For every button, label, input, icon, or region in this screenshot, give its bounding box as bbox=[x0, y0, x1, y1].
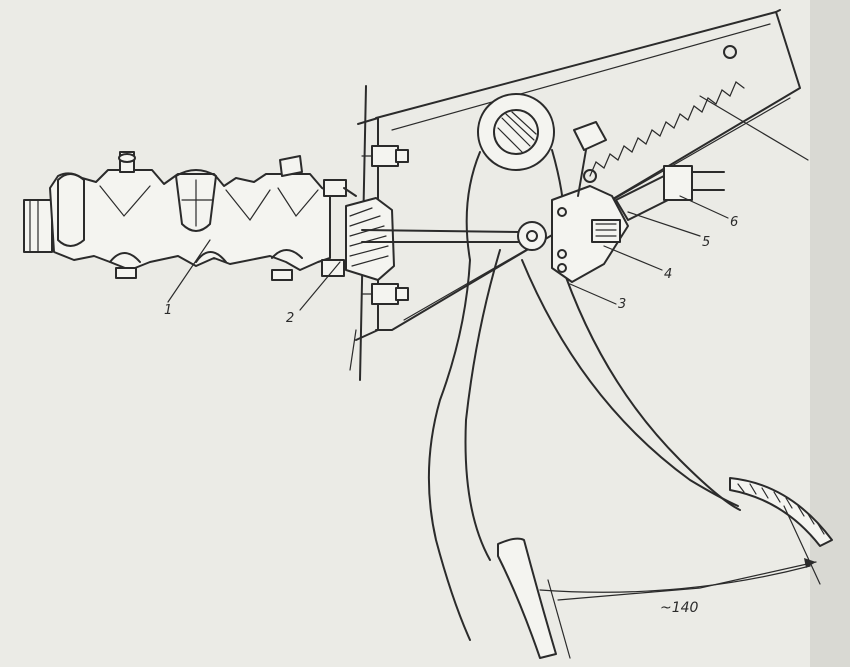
fitting-top-2 bbox=[279, 155, 303, 177]
callout-6: 6 bbox=[730, 215, 738, 230]
flange-bolt-bottom bbox=[321, 259, 345, 277]
callout-4: 4 bbox=[664, 267, 672, 282]
switch-terminal bbox=[663, 165, 693, 201]
callout-2: 2 bbox=[286, 311, 294, 326]
callout-3: 3 bbox=[618, 297, 626, 312]
pedal-pad bbox=[729, 477, 833, 547]
dimension-line bbox=[557, 561, 817, 601]
pedal-lever bbox=[427, 93, 833, 659]
pushrod bbox=[361, 221, 547, 251]
master-cylinder bbox=[23, 151, 357, 281]
leader-lines bbox=[167, 95, 809, 311]
switch-bracket bbox=[551, 121, 725, 283]
flange-bolt-top bbox=[323, 179, 347, 197]
pedal-released-position bbox=[497, 537, 557, 659]
cylinder-body bbox=[49, 169, 331, 271]
bracket-plate bbox=[551, 185, 629, 283]
travel-dimension: ~140 bbox=[539, 505, 821, 659]
plate-bolt-upper bbox=[371, 145, 399, 167]
page-edge-shading bbox=[810, 0, 850, 667]
switch-body bbox=[591, 219, 621, 243]
firewall-plate bbox=[345, 85, 409, 381]
callout-1: 1 bbox=[164, 303, 172, 318]
return-spring bbox=[583, 45, 745, 183]
dimension-label: ~140 bbox=[660, 600, 699, 616]
pushrod-boot bbox=[345, 197, 395, 281]
callout-5: 5 bbox=[702, 235, 710, 250]
stud-2 bbox=[271, 269, 293, 281]
plate-bolt-lower bbox=[371, 283, 399, 305]
pushrod-clevis bbox=[517, 221, 547, 251]
stud-1 bbox=[115, 267, 137, 279]
spring-coils bbox=[589, 81, 745, 177]
dimension-arc bbox=[539, 565, 811, 593]
